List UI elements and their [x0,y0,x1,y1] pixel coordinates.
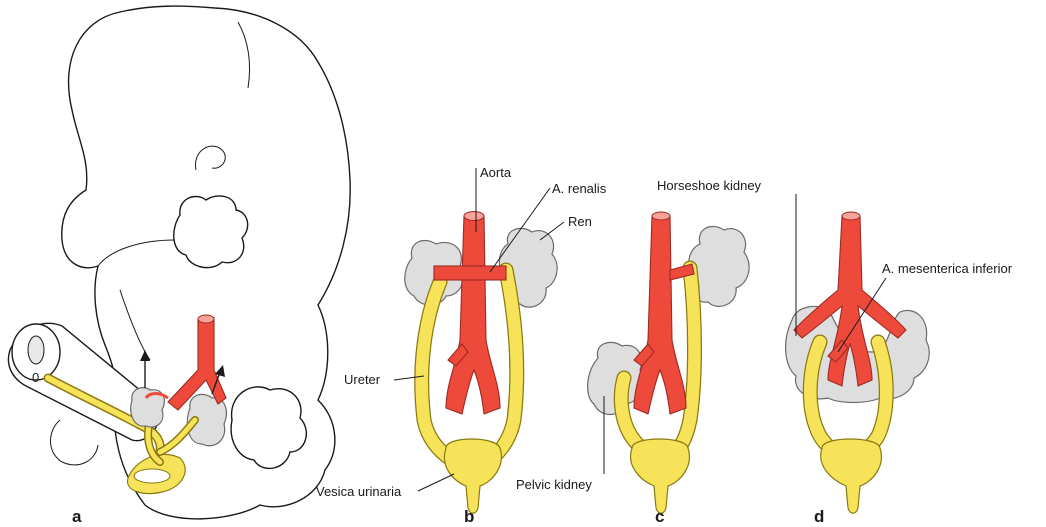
panel-b-bladder [444,439,501,513]
panel-c-pelvic: c [588,212,749,526]
panel-letter-a: a [72,507,82,526]
leader-vesica-urinaria [418,474,454,491]
cord-lumen [28,336,44,364]
panel-b-ureter-left [422,282,452,460]
panel-c-aorta [634,216,686,414]
panel-b-aorta-cap [464,212,484,221]
label-aorta: Aorta [480,165,512,180]
label-pelvic-kidney: Pelvic kidney [516,477,592,492]
label-a-renalis: A. renalis [552,181,607,196]
label-horseshoe-kidney: Horseshoe kidney [657,178,762,193]
panel-a-embryo: 0 a [8,6,350,526]
panel-c-aorta-cap [652,212,670,220]
panel-d-horseshoe: d [786,212,930,526]
panel-letter-b: b [464,507,474,526]
panel-c-bladder [631,439,690,513]
panel-letter-c: c [655,507,664,526]
label-ureter: Ureter [344,372,381,387]
label-vesica-urinaria: Vesica urinaria [316,484,402,499]
label-ren: Ren [568,214,592,229]
panel-letter-d: d [814,507,824,526]
panel-d-bladder [821,439,882,513]
panel-d-aorta-cap [842,212,860,220]
cord-marker: 0 [32,370,39,385]
panel-a-aorta-cap [198,315,214,323]
panel-b-renal-arteries [434,266,506,280]
label-a-mesenterica-inferior: A. mesenterica inferior [882,261,1013,276]
bladder-cavity [134,469,170,483]
tail-curl [51,420,99,465]
